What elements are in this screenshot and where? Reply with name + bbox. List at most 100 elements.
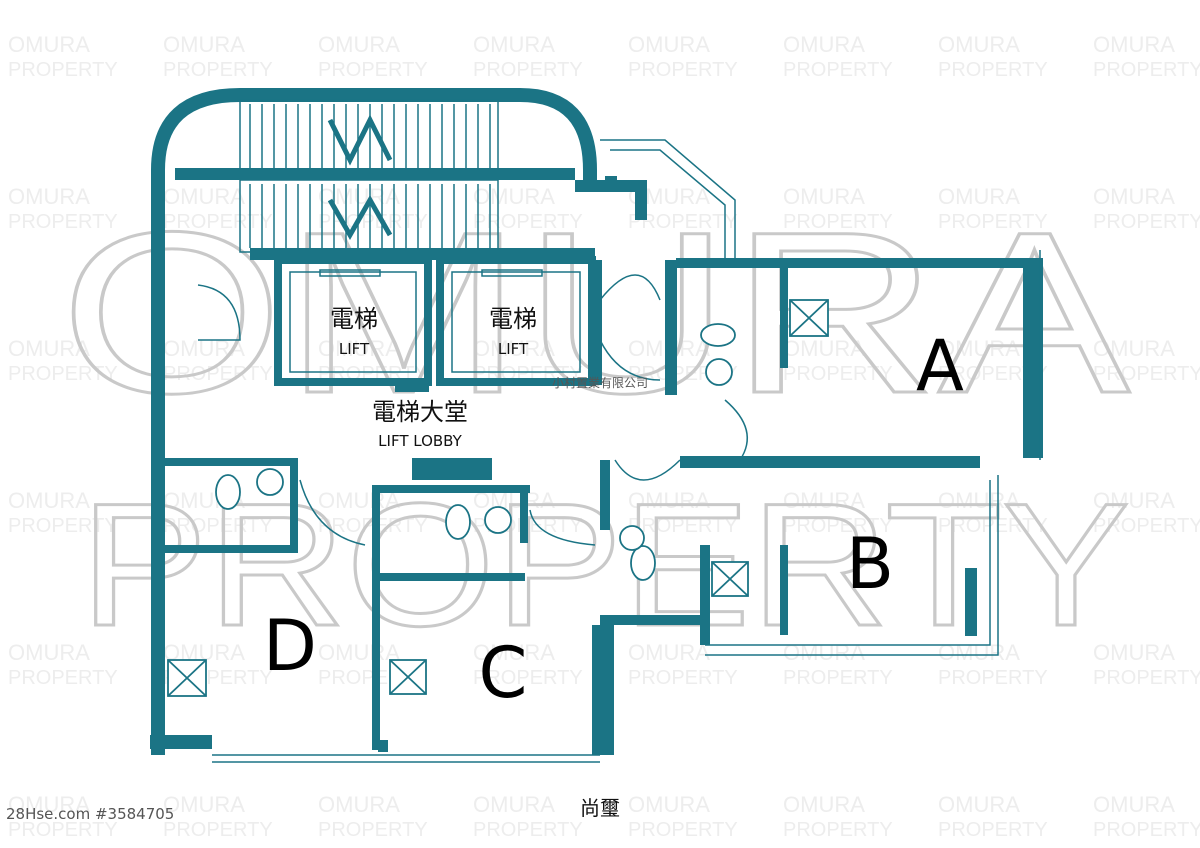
unit-d-label: D: [263, 605, 317, 687]
watermark-tile-line2: PROPERTY: [318, 59, 428, 81]
watermark-tile-line1: OMURA: [318, 640, 400, 665]
watermark-tile-line2: PROPERTY: [8, 819, 118, 841]
basin-icon: [256, 468, 284, 496]
watermark-tile-line1: OMURA: [938, 336, 1020, 361]
watermark-tile-line2: PROPERTY: [8, 59, 118, 81]
watermark-tile-line2: PROPERTY: [783, 59, 893, 81]
stair-core-outer-wall: [151, 88, 597, 755]
lobby-label-en: LIFT LOBBY: [378, 432, 462, 450]
building-name: 尚璽: [580, 796, 620, 820]
shower-drain-icon: [711, 561, 749, 597]
watermark-tile-line2: PROPERTY: [163, 515, 273, 537]
lift-right-label-cn: 電梯: [489, 305, 537, 333]
window-outlines: [212, 139, 1041, 763]
watermark-tile-line1: OMURA: [628, 488, 710, 513]
watermark-tile-line1: OMURA: [1093, 184, 1175, 209]
watermark-tile-line2: PROPERTY: [163, 363, 273, 385]
watermark-tile-line2: PROPERTY: [8, 211, 118, 233]
wall-bottom-c-left: [378, 740, 388, 752]
watermark-tile-line1: OMURA: [783, 336, 865, 361]
watermark-tile-line2: PROPERTY: [783, 211, 893, 233]
watermark-tile-line1: OMURA: [8, 640, 90, 665]
watermark-tile-line2: PROPERTY: [1093, 667, 1200, 689]
toilet-icon: [630, 545, 656, 581]
wall-b-right: [965, 568, 977, 636]
toilet-icon: [445, 504, 471, 540]
watermark-tile-line2: PROPERTY: [938, 515, 1048, 537]
unit-c-label: C: [479, 632, 528, 714]
watermark-tile-line1: OMURA: [8, 792, 90, 817]
watermark-tile-line1: OMURA: [163, 32, 245, 57]
watermark-tile-line2: PROPERTY: [318, 819, 428, 841]
unit-b-label: B: [846, 523, 894, 605]
basin-icon: [484, 506, 512, 534]
watermark-tile-line2: PROPERTY: [783, 515, 893, 537]
watermark-tile-line1: OMURA: [1093, 792, 1175, 817]
watermark-tile-line2: PROPERTY: [1093, 515, 1200, 537]
bathroom-fixtures: [167, 299, 829, 697]
watermark-tile-line2: PROPERTY: [8, 667, 118, 689]
watermark-tile-line1: OMURA: [318, 336, 400, 361]
watermark-tile-line2: PROPERTY: [163, 211, 273, 233]
watermark-tile-line1: OMURA: [938, 792, 1020, 817]
shower-drain-icon: [389, 659, 427, 695]
wall-bottom-d: [150, 735, 212, 749]
shower-drain-icon: [167, 659, 207, 697]
watermark-tile-line1: OMURA: [628, 640, 710, 665]
watermark-tile-line2: PROPERTY: [163, 59, 273, 81]
wall-a-right: [1023, 258, 1043, 458]
watermark-tile-line1: OMURA: [628, 792, 710, 817]
watermark-tile-line1: OMURA: [783, 792, 865, 817]
watermark-tile-line1: OMURA: [938, 32, 1020, 57]
exterior-walls: [150, 88, 1043, 755]
unit-a-label: A: [916, 325, 964, 407]
lift-left-label-en: LIFT: [339, 340, 370, 358]
watermark-tile-line1: OMURA: [318, 32, 400, 57]
watermark-tile-line2: PROPERTY: [938, 363, 1048, 385]
watermark-tile-line1: OMURA: [1093, 488, 1175, 513]
watermark-tile-line1: OMURA: [783, 184, 865, 209]
watermark-tile-line2: PROPERTY: [783, 819, 893, 841]
lobby-label-cn: 電梯大堂: [372, 398, 468, 426]
watermark-tile-line2: PROPERTY: [1093, 363, 1200, 385]
watermark-tile-line1: OMURA: [628, 32, 710, 57]
watermark-tile-line2: PROPERTY: [938, 59, 1048, 81]
source-id: 28Hse.com #3584705: [6, 805, 174, 823]
lift-right-label-en: LIFT: [498, 340, 529, 358]
wall-c-right: [592, 625, 614, 755]
toilet-icon: [700, 323, 736, 347]
watermark-tile-line1: OMURA: [8, 488, 90, 513]
basin-icon: [705, 358, 733, 386]
watermark-tile-line1: OMURA: [938, 640, 1020, 665]
stair-landing-wall: [175, 168, 575, 180]
watermark-tile-line1: OMURA: [783, 32, 865, 57]
watermark-tile-line2: PROPERTY: [938, 819, 1048, 841]
watermark-tile-line1: OMURA: [163, 792, 245, 817]
doors: [197, 274, 748, 546]
watermark-tile-line2: PROPERTY: [628, 59, 738, 81]
watermark-tile-line1: OMURA: [473, 184, 555, 209]
watermark-tile-line2: PROPERTY: [473, 211, 583, 233]
watermark-tile-line1: OMURA: [938, 184, 1020, 209]
watermark-tile-line1: OMURA: [8, 184, 90, 209]
watermark-tile-line2: PROPERTY: [8, 515, 118, 537]
lift-shaft-left: [274, 256, 432, 386]
watermark-tile-line2: PROPERTY: [783, 363, 893, 385]
watermark-tile-line2: PROPERTY: [1093, 819, 1200, 841]
watermark-tile-line1: OMURA: [318, 792, 400, 817]
toilet-icon: [215, 474, 241, 510]
lobby-walls: [158, 176, 1036, 750]
stair-treads: [249, 104, 491, 248]
stair-arrow-top: [327, 114, 393, 166]
watermark-tile-line2: PROPERTY: [628, 819, 738, 841]
shower-drain-icon: [789, 299, 829, 337]
company-stamp: 小村置業有限公司: [552, 376, 648, 390]
watermark-tile-line2: PROPERTY: [473, 819, 583, 841]
lift-left-label-cn: 電梯: [330, 305, 378, 333]
watermark-tile-line1: OMURA: [1093, 336, 1175, 361]
watermark-tile-line2: PROPERTY: [628, 667, 738, 689]
watermark-tile-line1: OMURA: [938, 488, 1020, 513]
watermark-tile-line2: PROPERTY: [628, 211, 738, 233]
watermark-tile-line2: PROPERTY: [938, 667, 1048, 689]
